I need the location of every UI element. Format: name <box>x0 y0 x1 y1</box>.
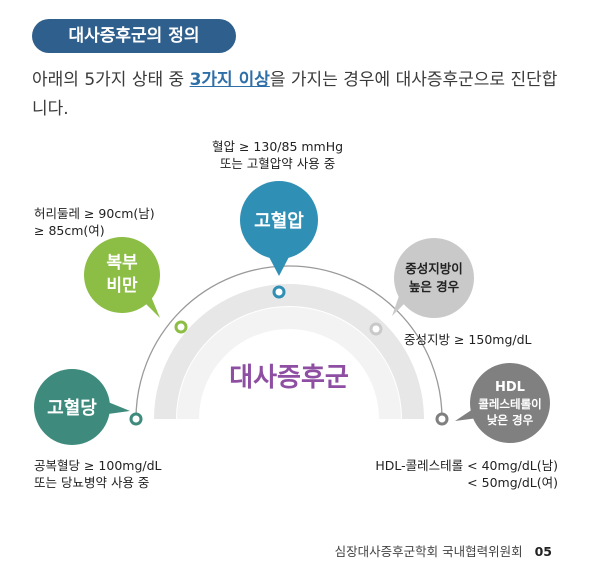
desc-low-hdl: HDL-콜레스테롤 < 40mg/dL(남) < 50mg/dL(여) <box>375 457 558 491</box>
center-label: 대사증후군 <box>229 363 349 393</box>
page-number: 05 <box>534 544 552 559</box>
desc-triglycerides: 중성지방 ≥ 150mg/dL <box>404 331 532 348</box>
bubble-low-hdl-line3: 낮은 경우 <box>487 413 534 427</box>
intro-text: 아래의 5가지 상태 중 3가지 이상을 가지는 경우에 대사증후군으로 진단합… <box>32 66 572 124</box>
desc-low-hdl-line2: < 50mg/dL(여) <box>467 475 558 490</box>
intro-after: 을 가지는 경우에 대사증후군으로 진단합니다. <box>32 70 558 119</box>
desc-abdominal-obesity-line2: ≥ 85cm(여) <box>34 223 105 238</box>
outer-arc <box>135 265 443 420</box>
bubble-low-hdl: HDL 콜레스테롤이 낮은 경우 <box>455 363 550 443</box>
bubble-hypertension: 고혈압 <box>240 181 318 276</box>
desc-triglycerides-line1: 중성지방 ≥ 150mg/dL <box>404 332 532 347</box>
bubble-hypertension-label: 고혈압 <box>254 210 304 232</box>
intro-highlight: 3가지 이상 <box>189 70 270 90</box>
bubble-abdominal-obesity: 복부 비만 <box>84 237 160 318</box>
desc-abdominal-obesity: 허리둘레 ≥ 90cm(남) ≥ 85cm(여) <box>34 205 155 239</box>
intro-before: 아래의 5가지 상태 중 <box>32 70 190 90</box>
footer: 심장대사증후군학회 국내협력위원회 05 <box>335 541 552 560</box>
desc-hypertension-line2: 또는 고혈압약 사용 중 <box>219 156 336 171</box>
desc-hypertension-line1: 혈압 ≥ 130/85 mmHg <box>212 139 344 154</box>
desc-high-glucose: 공복혈당 ≥ 100mg/dL 또는 당뇨병약 사용 중 <box>34 457 162 491</box>
bubble-triglycerides-line1: 중성지방이 <box>405 261 463 276</box>
desc-high-glucose-line1: 공복혈당 ≥ 100mg/dL <box>34 458 162 473</box>
node-abdominal-obesity <box>174 320 188 334</box>
bubble-high-glucose: 고혈당 <box>34 369 130 445</box>
bubble-triglycerides-line2: 높은 경우 <box>409 279 460 294</box>
node-hypertension <box>272 285 286 299</box>
desc-abdominal-obesity-line1: 허리둘레 ≥ 90cm(남) <box>34 206 155 221</box>
bubble-abdominal-obesity-line1: 복부 <box>106 253 138 273</box>
node-high-glucose <box>129 412 143 426</box>
inner-arch <box>154 284 424 420</box>
bubble-low-hdl-line1: HDL <box>495 380 525 395</box>
bubble-abdominal-obesity-line2: 비만 <box>106 276 138 296</box>
node-low-hdl <box>435 412 449 426</box>
bubble-triglycerides: 중성지방이 높은 경우 <box>392 238 474 318</box>
bubble-high-glucose-label: 고혈당 <box>47 397 97 419</box>
bubble-low-hdl-line2: 콜레스테롤이 <box>478 397 541 411</box>
desc-high-glucose-line2: 또는 당뇨병약 사용 중 <box>34 475 150 490</box>
footer-organization: 심장대사증후군학회 국내협력위원회 <box>334 544 523 559</box>
section-title: 대사증후군의 정의 <box>32 19 236 53</box>
node-triglycerides <box>369 322 383 336</box>
desc-low-hdl-line1: HDL-콜레스테롤 < 40mg/dL(남) <box>375 458 558 473</box>
desc-hypertension: 혈압 ≥ 130/85 mmHg 또는 고혈압약 사용 중 <box>212 138 343 172</box>
inner-arch-shade <box>177 307 401 420</box>
